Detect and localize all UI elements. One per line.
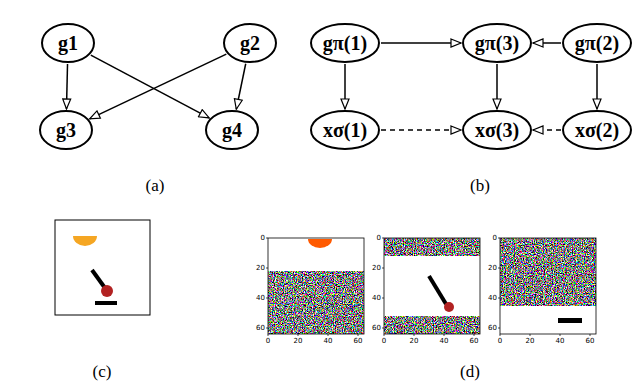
tick-label: 40 [256,294,265,302]
tick-label: 20 [256,264,265,272]
tick-label: 40 [440,337,449,345]
arrow-connector [533,42,561,44]
arrow-connector [236,64,245,110]
tick-label: 20 [488,264,497,272]
variable-node: g3 [39,110,93,150]
node-label: gπ(2) [575,32,619,55]
variable-node: xσ(3) [462,110,532,150]
node-label: g1 [58,32,78,55]
tick-label: 40 [324,337,333,345]
tick-label: 20 [294,337,303,345]
tick-label: 60 [586,337,595,345]
node-label: gπ(3) [475,32,519,55]
arrow-connector [66,64,67,109]
tick-label: 0 [498,337,502,345]
noisy-panel [384,238,480,334]
arrow-connector [90,54,227,119]
noisy-panel [268,238,364,334]
variable-node: g1 [41,23,95,63]
tick-label: 0 [261,234,265,242]
arrow-connector [91,55,209,118]
node-label: xσ(3) [475,119,519,142]
tick-label: 60 [488,324,497,332]
arrow-connector [596,64,598,109]
arrow-connector [381,129,461,131]
tick-label: 40 [372,294,381,302]
tick-label: 20 [526,337,535,345]
tick-label: 60 [470,337,479,345]
node-label: gπ(1) [323,32,367,55]
variable-node: gπ(2) [562,23,632,63]
panel-label: (b) [470,176,490,196]
variable-node: g4 [205,110,259,150]
node-label: g2 [240,32,260,55]
variable-node: xσ(2) [562,110,632,150]
tick-label: 20 [410,337,419,345]
node-label: g4 [222,119,242,142]
tick-label: 0 [382,337,386,345]
panel-label: (d) [460,362,480,382]
tick-label: 40 [488,294,497,302]
node-label: xσ(2) [575,119,619,142]
variable-node: gπ(3) [462,23,532,63]
variable-node: xσ(1) [310,110,380,150]
scene-frame [55,220,150,315]
arrow-connector [344,64,346,109]
variable-node: gπ(1) [310,23,380,63]
arrow-connector [533,129,561,131]
tick-label: 60 [354,337,363,345]
tick-marks [266,238,590,336]
tick-label: 60 [372,324,381,332]
tick-label: 0 [493,234,497,242]
node-label: g3 [56,119,76,142]
tick-label: 40 [556,337,565,345]
node-label: xσ(1) [323,119,367,142]
tick-label: 0 [266,337,270,345]
noisy-panel [500,238,596,334]
arrow-connector [381,42,461,44]
panel-label: (c) [93,362,112,382]
panel-label: (a) [146,176,165,196]
tick-label: 0 [377,234,381,242]
tick-label: 60 [256,324,265,332]
arrow-connector [496,64,498,109]
tick-label: 20 [372,264,381,272]
variable-node: g2 [223,23,277,63]
